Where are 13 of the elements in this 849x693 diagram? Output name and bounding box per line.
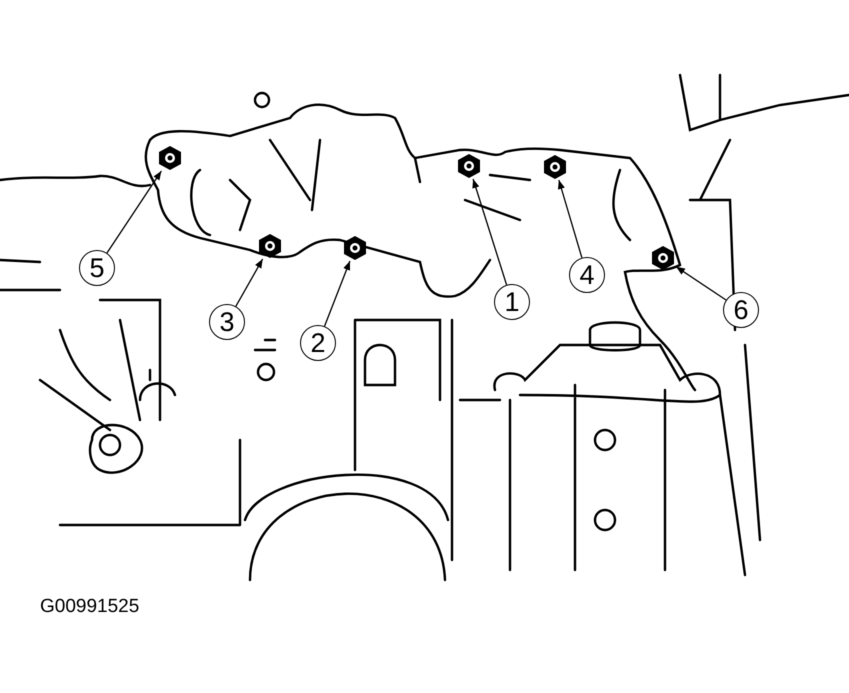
leader-line bbox=[676, 266, 726, 301]
leader-line bbox=[558, 180, 582, 258]
figure-code: G00991525 bbox=[40, 596, 140, 618]
leader-line bbox=[235, 258, 264, 307]
leader-line bbox=[472, 178, 508, 286]
callout-number: 6 bbox=[723, 292, 759, 328]
callout-number: 3 bbox=[209, 304, 245, 340]
callout-number: 4 bbox=[569, 257, 605, 293]
leader-line bbox=[106, 170, 162, 254]
leader-line bbox=[324, 260, 351, 326]
callout-number: 5 bbox=[79, 250, 115, 286]
callout-number: 2 bbox=[300, 325, 336, 361]
callout-number: 1 bbox=[494, 284, 530, 320]
